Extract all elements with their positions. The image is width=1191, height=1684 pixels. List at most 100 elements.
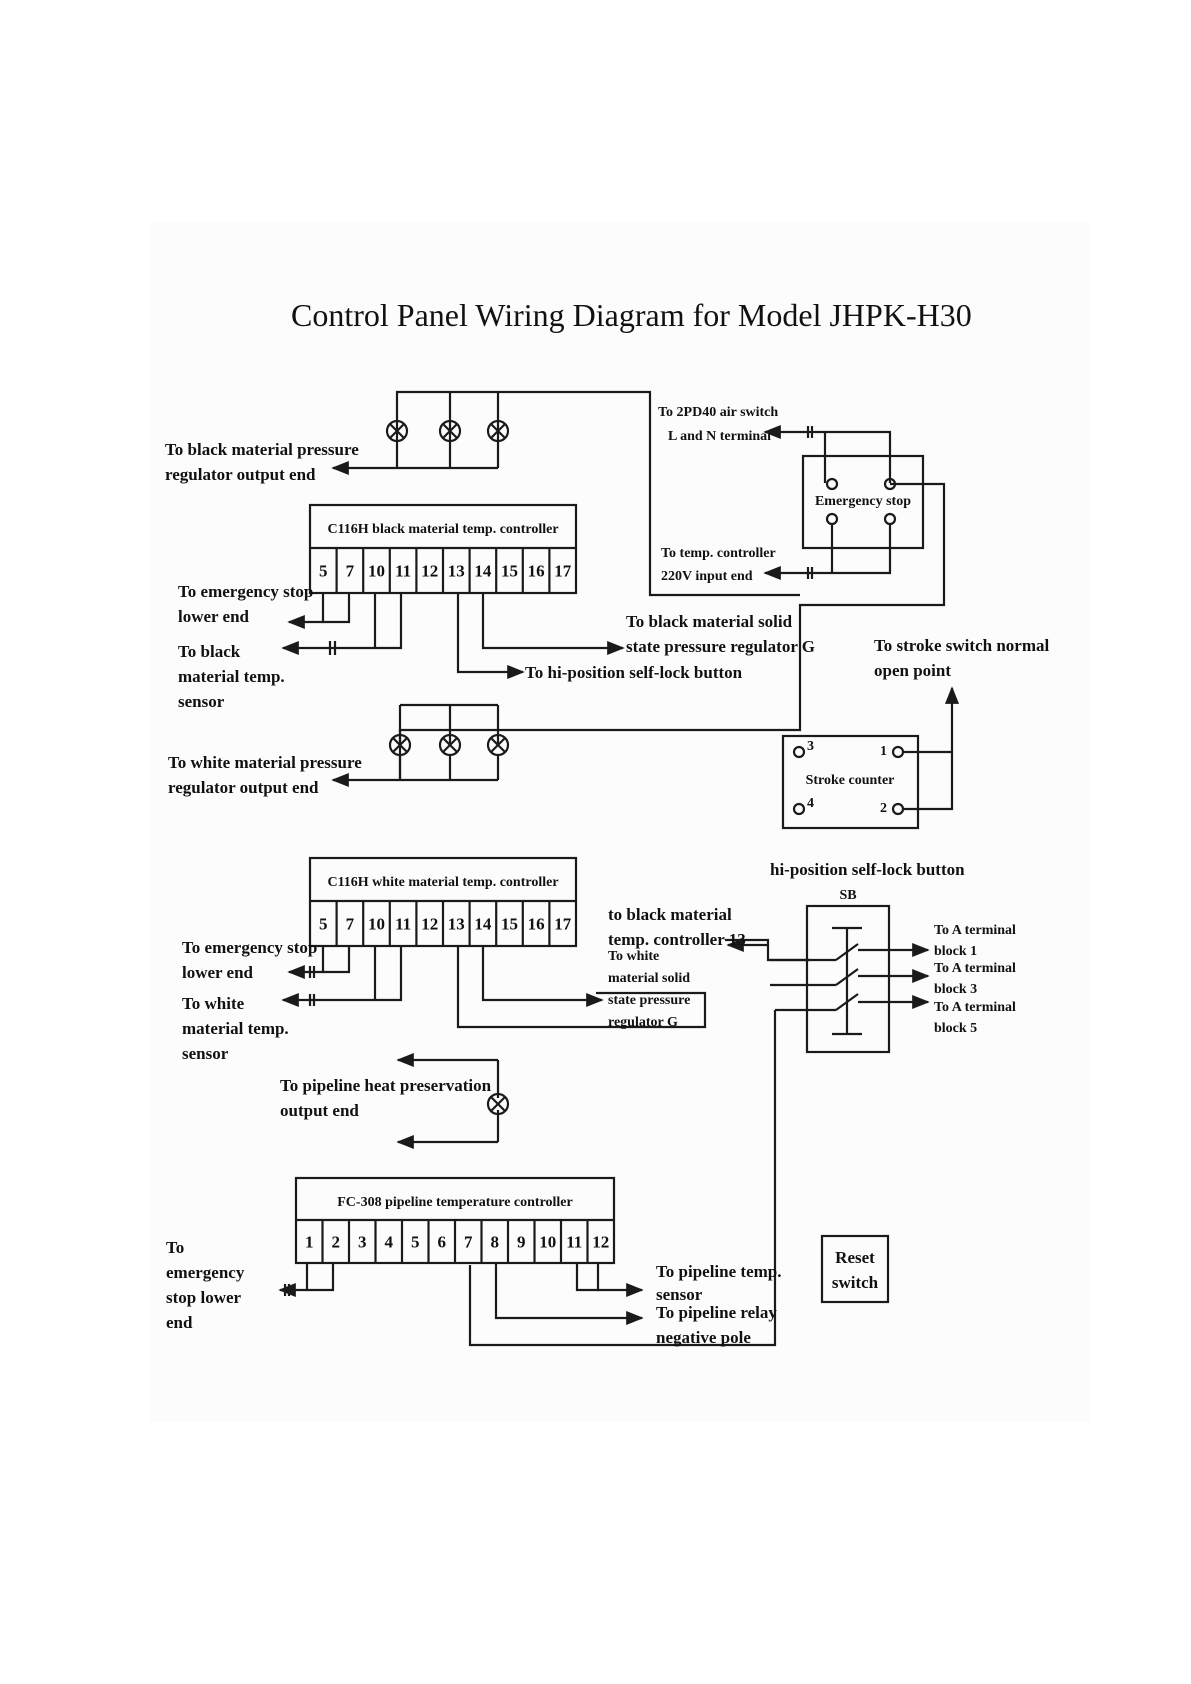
label-to-black-13: to black material xyxy=(608,905,732,924)
label-es-lower-3: end xyxy=(166,1313,193,1332)
terminal-number: 10 xyxy=(539,1233,556,1252)
terminal-number: 15 xyxy=(501,915,518,934)
terminal-number: 4 xyxy=(385,1233,394,1252)
terminal-number: 14 xyxy=(474,915,492,934)
terminal-number: 5 xyxy=(411,1233,420,1252)
paper-background xyxy=(150,222,1090,1422)
label-black-sensor: material temp. xyxy=(178,667,285,686)
lamp-icon xyxy=(438,733,462,757)
label-white-ssr: material solid xyxy=(608,971,690,986)
terminal-number: 9 xyxy=(517,1233,526,1252)
lamp-icon xyxy=(486,733,510,757)
terminal-number: 16 xyxy=(528,562,545,581)
terminal-number: 10 xyxy=(368,562,385,581)
label-pipeline-heat: output end xyxy=(280,1101,359,1120)
stroke-counter-name: Stroke counter xyxy=(806,773,895,788)
label-black-ssr: To black material solid xyxy=(626,612,793,631)
label-white-sensor: To white xyxy=(182,994,245,1013)
label-white-ssr: state pressure xyxy=(608,993,690,1008)
sb-title: hi-position self-lock button xyxy=(770,860,965,879)
label-black-sensor: sensor xyxy=(178,692,225,711)
reset-switch-line-2: switch xyxy=(832,1273,879,1292)
emergency-stop-block: To 2PD40 air switch L and N terminal Eme… xyxy=(398,405,946,780)
terminal-number: 13 xyxy=(448,915,465,934)
label-terminal-block-3: To A terminal xyxy=(934,961,1016,976)
terminal-number: 5 xyxy=(319,915,328,934)
label-white-sensor: sensor xyxy=(182,1044,229,1063)
stroke-pin-3: 3 xyxy=(807,739,814,754)
label-air-switch: To 2PD40 air switch xyxy=(658,405,778,420)
label-white-pressure-out: To white material pressure xyxy=(168,753,362,772)
label-white-pressure-out: regulator output end xyxy=(168,778,319,797)
terminal-number: 6 xyxy=(438,1233,447,1252)
label-es-lower-2: lower end xyxy=(182,963,254,982)
label-es-lower-1: lower end xyxy=(178,607,250,626)
terminal-number: 1 xyxy=(305,1233,314,1252)
label-stroke-normal: open point xyxy=(874,661,951,680)
label-terminal-block-3: block 3 xyxy=(934,982,977,997)
terminal-number: 13 xyxy=(448,562,465,581)
terminal-number: 5 xyxy=(319,562,328,581)
label-pipeline-relay: negative pole xyxy=(656,1328,751,1347)
label-terminal-block-1: To A terminal xyxy=(934,923,1016,938)
label-black-sensor: To black xyxy=(178,642,241,661)
terminal-number: 17 xyxy=(554,915,572,934)
label-black-pressure-out: regulator output end xyxy=(165,465,316,484)
terminal-number: 12 xyxy=(592,1233,609,1252)
stroke-pin-2: 2 xyxy=(880,801,887,816)
label-air-switch: L and N terminal xyxy=(668,429,771,444)
pipeline-temp-controller: FC-308 pipeline temperature controller 1… xyxy=(294,1176,616,1265)
label-terminal-block-5: To A terminal xyxy=(934,1000,1016,1015)
label-black-pressure-out: To black material pressure xyxy=(165,440,359,459)
label-es-lower-2: To emergency stop xyxy=(182,938,317,957)
pipeline-heat-lamp: To pipeline heat preservation output end xyxy=(280,1052,510,1150)
label-hi-pos-button: To hi-position self-lock button xyxy=(525,663,743,682)
terminal-number: 11 xyxy=(395,562,411,581)
terminal-number: 7 xyxy=(464,1233,473,1252)
terminal-number: 7 xyxy=(346,915,355,934)
terminal-number: 12 xyxy=(421,562,438,581)
stroke-counter: To stroke switch normal open point 3 1 4… xyxy=(781,636,1049,830)
terminal-number: 14 xyxy=(474,562,492,581)
label-es-lower-3: To xyxy=(166,1238,184,1257)
terminal-number: 16 xyxy=(528,915,545,934)
label-es-lower-1: To emergency stop xyxy=(178,582,313,601)
lamp-icon xyxy=(486,419,510,443)
terminal-number: 7 xyxy=(346,562,355,581)
label-terminal-block-5: block 5 xyxy=(934,1021,977,1036)
terminal-number: 15 xyxy=(501,562,518,581)
sb-code: SB xyxy=(839,888,856,903)
label-es-lower-3: emergency xyxy=(166,1263,245,1282)
label-es-lower-3: stop lower xyxy=(166,1288,242,1307)
lamp-icon xyxy=(385,419,409,443)
terminal-number: 2 xyxy=(332,1233,341,1252)
label-pipeline-heat: To pipeline heat preservation xyxy=(280,1076,492,1095)
diagram-title: Control Panel Wiring Diagram for Model J… xyxy=(291,297,972,333)
label-white-ssr: regulator G xyxy=(608,1015,678,1030)
pipeline-controller-name: FC-308 pipeline temperature controller xyxy=(337,1195,572,1210)
label-pipeline-sensor: sensor xyxy=(656,1285,703,1304)
label-white-sensor: material temp. xyxy=(182,1019,289,1038)
label-temp-220v: To temp. controller xyxy=(661,546,776,561)
label-white-ssr: To white xyxy=(608,949,659,964)
self-lock-button-sb: hi-position self-lock button SB To A ter… xyxy=(468,860,1016,1347)
label-to-black-13: temp. controller 13 xyxy=(608,930,746,949)
label-stroke-normal: To stroke switch normal xyxy=(874,636,1049,655)
lamp-icon xyxy=(486,1092,510,1116)
emergency-stop-label: Emergency stop xyxy=(815,494,911,509)
lamp-icon xyxy=(388,733,412,757)
terminal-number: 17 xyxy=(554,562,572,581)
label-black-ssr: state pressure regulator G xyxy=(626,637,815,656)
black-lamp-group: To black material pressure regulator out… xyxy=(165,390,800,597)
stroke-pin-4: 4 xyxy=(807,796,814,811)
reset-switch: Reset switch xyxy=(820,1234,890,1304)
label-temp-220v: 220V input end xyxy=(661,569,753,584)
terminal-number: 3 xyxy=(358,1233,367,1252)
terminal-number: 11 xyxy=(566,1233,582,1252)
label-pipeline-relay: To pipeline relay xyxy=(656,1303,777,1322)
label-pipeline-sensor: To pipeline temp. xyxy=(656,1262,781,1281)
